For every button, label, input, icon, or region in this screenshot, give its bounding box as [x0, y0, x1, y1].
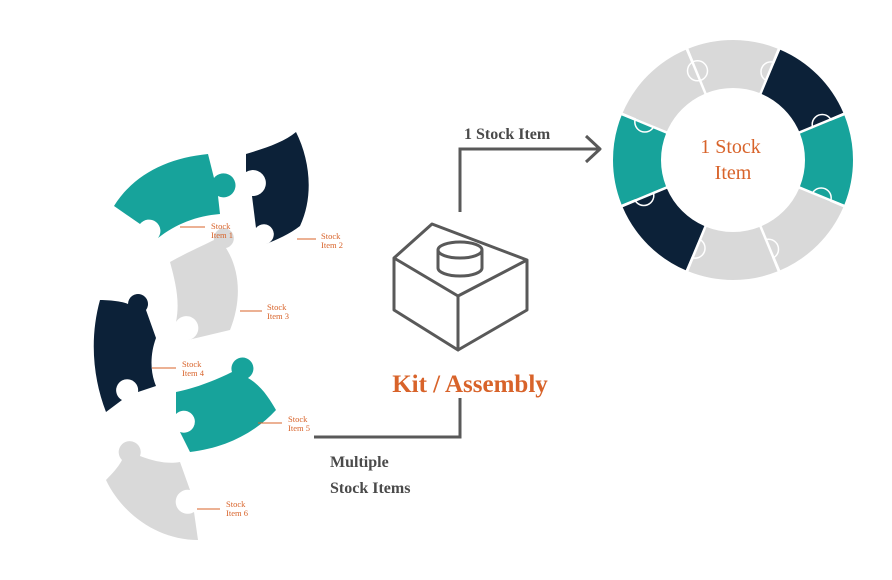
- ring-divider: [619, 112, 669, 135]
- ring-divider: [685, 224, 708, 274]
- ring-segment: [761, 49, 844, 132]
- svg-text:Stock Item 4: Stock Item 4: [182, 359, 205, 378]
- puzzle-piece-3: [170, 228, 238, 340]
- ring-center-label: 1 Stock Item: [700, 136, 766, 184]
- piece-label-6-line1: Stock: [226, 499, 246, 509]
- box-icon: [392, 222, 529, 352]
- ring-divider: [797, 112, 847, 135]
- puzzle-piece-6: [106, 441, 198, 540]
- svg-text:Stock Item 5: Stock Item 5: [288, 414, 310, 433]
- puzzle-piece-1: [114, 154, 236, 238]
- piece-label-1-line1: Stock: [211, 221, 231, 231]
- piece-label-5-line1: Stock: [288, 414, 308, 424]
- output-label: 1 Stock Item: [464, 126, 551, 143]
- ring-segment: [613, 115, 667, 205]
- ring-divider: [758, 46, 781, 96]
- kit-assembly-title: Kit / Assembly: [392, 371, 548, 398]
- svg-text:Stock Item 3: Stock Item 3: [267, 302, 289, 321]
- ring-segment: [688, 39, 778, 94]
- ring-center: [662, 89, 804, 231]
- scattered-pieces: [93, 132, 309, 540]
- input-label-line1: Multiple: [330, 454, 389, 471]
- piece-label-5: Stock Item 5: [258, 414, 310, 433]
- ring-segment: [761, 188, 844, 271]
- piece-label-2-line1: Stock: [321, 231, 341, 241]
- piece-label-1: Stock Item 1: [180, 221, 233, 240]
- piece-label-5-line2: Item 5: [288, 423, 310, 433]
- piece-label-4: Stock Item 4: [152, 359, 205, 378]
- piece-label-3: Stock Item 3: [240, 302, 289, 321]
- piece-label-4-line2: Item 4: [182, 368, 205, 378]
- ring-segment: [688, 226, 778, 281]
- piece-label-2: Stock Item 2: [297, 231, 343, 250]
- ring-segment: [622, 188, 705, 271]
- piece-label-3-line2: Item 3: [267, 311, 289, 321]
- puzzle-piece-4: [93, 294, 156, 412]
- svg-text:Stock Item 6: Stock Item 6: [226, 499, 248, 518]
- input-label: Multiple Stock Items: [330, 454, 410, 497]
- piece-label-2-line2: Item 2: [321, 240, 343, 250]
- input-connector: [314, 398, 462, 439]
- puzzle-piece-2: [246, 132, 309, 244]
- ring-divider: [619, 185, 669, 208]
- ring-label-line1: 1 Stock: [700, 136, 761, 158]
- piece-label-3-line1: Stock: [267, 302, 287, 312]
- piece-label-4-line1: Stock: [182, 359, 202, 369]
- svg-text:Stock Item 1: Stock Item 1: [211, 221, 233, 240]
- ring-divider: [797, 185, 847, 208]
- ring-knob: [686, 60, 709, 82]
- puzzle-piece-5: [176, 357, 276, 452]
- ring-divider: [685, 46, 708, 96]
- svg-text:Stock Item 2: Stock Item 2: [321, 231, 343, 250]
- assembled-ring: [613, 39, 853, 281]
- piece-label-6-line2: Item 6: [226, 508, 248, 518]
- input-label-line2: Stock Items: [330, 480, 410, 497]
- ring-segment: [622, 49, 705, 132]
- piece-label-6: Stock Item 6: [197, 499, 248, 518]
- ring-label-line2: Item: [715, 162, 752, 184]
- piece-labels: Stock Item 1 Stock Item 2 Stock Item 3 S…: [152, 221, 343, 518]
- ring-divider: [758, 224, 781, 274]
- arrow-right-icon: [584, 134, 602, 164]
- piece-label-1-line2: Item 1: [211, 230, 233, 240]
- output-connector: [458, 134, 602, 212]
- ring-segment: [799, 115, 853, 205]
